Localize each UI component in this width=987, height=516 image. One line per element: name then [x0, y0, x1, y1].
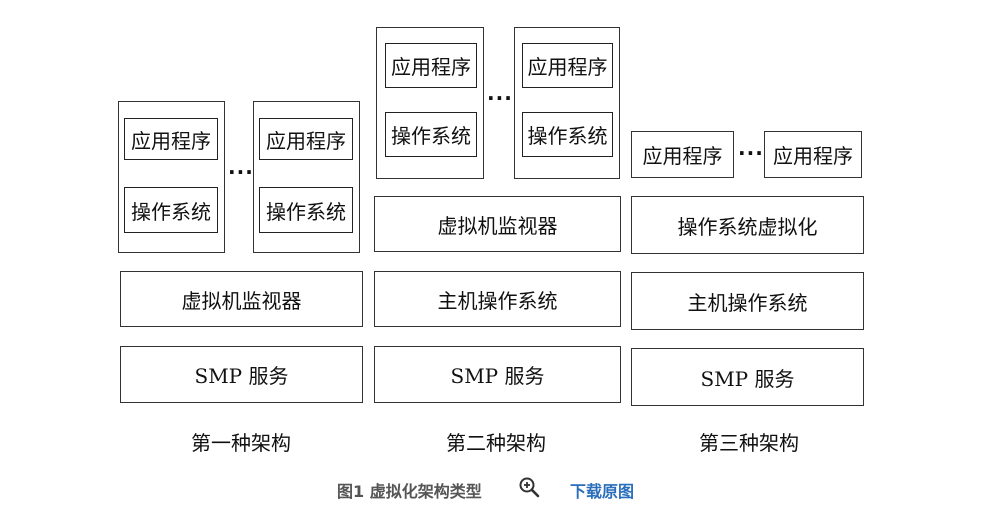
- arch1-label: 第一种架构: [191, 431, 291, 455]
- arch2-hypervisor: 虚拟机监视器: [374, 196, 621, 252]
- arch2-smp-service: SMP 服务: [374, 346, 621, 403]
- arch3-app2: 应用程序: [764, 131, 862, 178]
- arch2-host-os: 主机操作系统: [374, 271, 621, 327]
- arch2-vm2-app: 应用程序: [522, 43, 613, 88]
- arch1-ellipsis: ···: [228, 160, 254, 184]
- arch1-vm1-app: 应用程序: [124, 118, 218, 160]
- arch1-smp-service: SMP 服务: [120, 346, 363, 403]
- arch3-os-virtualization: 操作系统虚拟化: [631, 196, 864, 254]
- arch3-ellipsis: ···: [738, 141, 764, 165]
- arch3-app1: 应用程序: [631, 131, 734, 178]
- figure-caption: 图1 虚拟化架构类型: [337, 482, 482, 501]
- zoom-in-icon[interactable]: [518, 476, 540, 498]
- arch1-vm2-os: 操作系统: [259, 187, 353, 233]
- arch1-vm2-app: 应用程序: [259, 118, 353, 160]
- arch3-label: 第三种架构: [699, 431, 799, 455]
- arch2-vm1-os: 操作系统: [385, 112, 477, 157]
- arch2-vm2-os: 操作系统: [522, 112, 613, 157]
- arch2-vm1-app: 应用程序: [385, 43, 477, 88]
- arch2-ellipsis: ···: [487, 86, 513, 110]
- arch1-hypervisor: 虚拟机监视器: [120, 271, 363, 327]
- download-original-link[interactable]: 下载原图: [570, 482, 635, 501]
- arch3-smp-service: SMP 服务: [631, 348, 864, 406]
- arch1-vm1-os: 操作系统: [124, 187, 218, 233]
- arch2-label: 第二种架构: [446, 431, 546, 455]
- arch3-host-os: 主机操作系统: [631, 272, 864, 330]
